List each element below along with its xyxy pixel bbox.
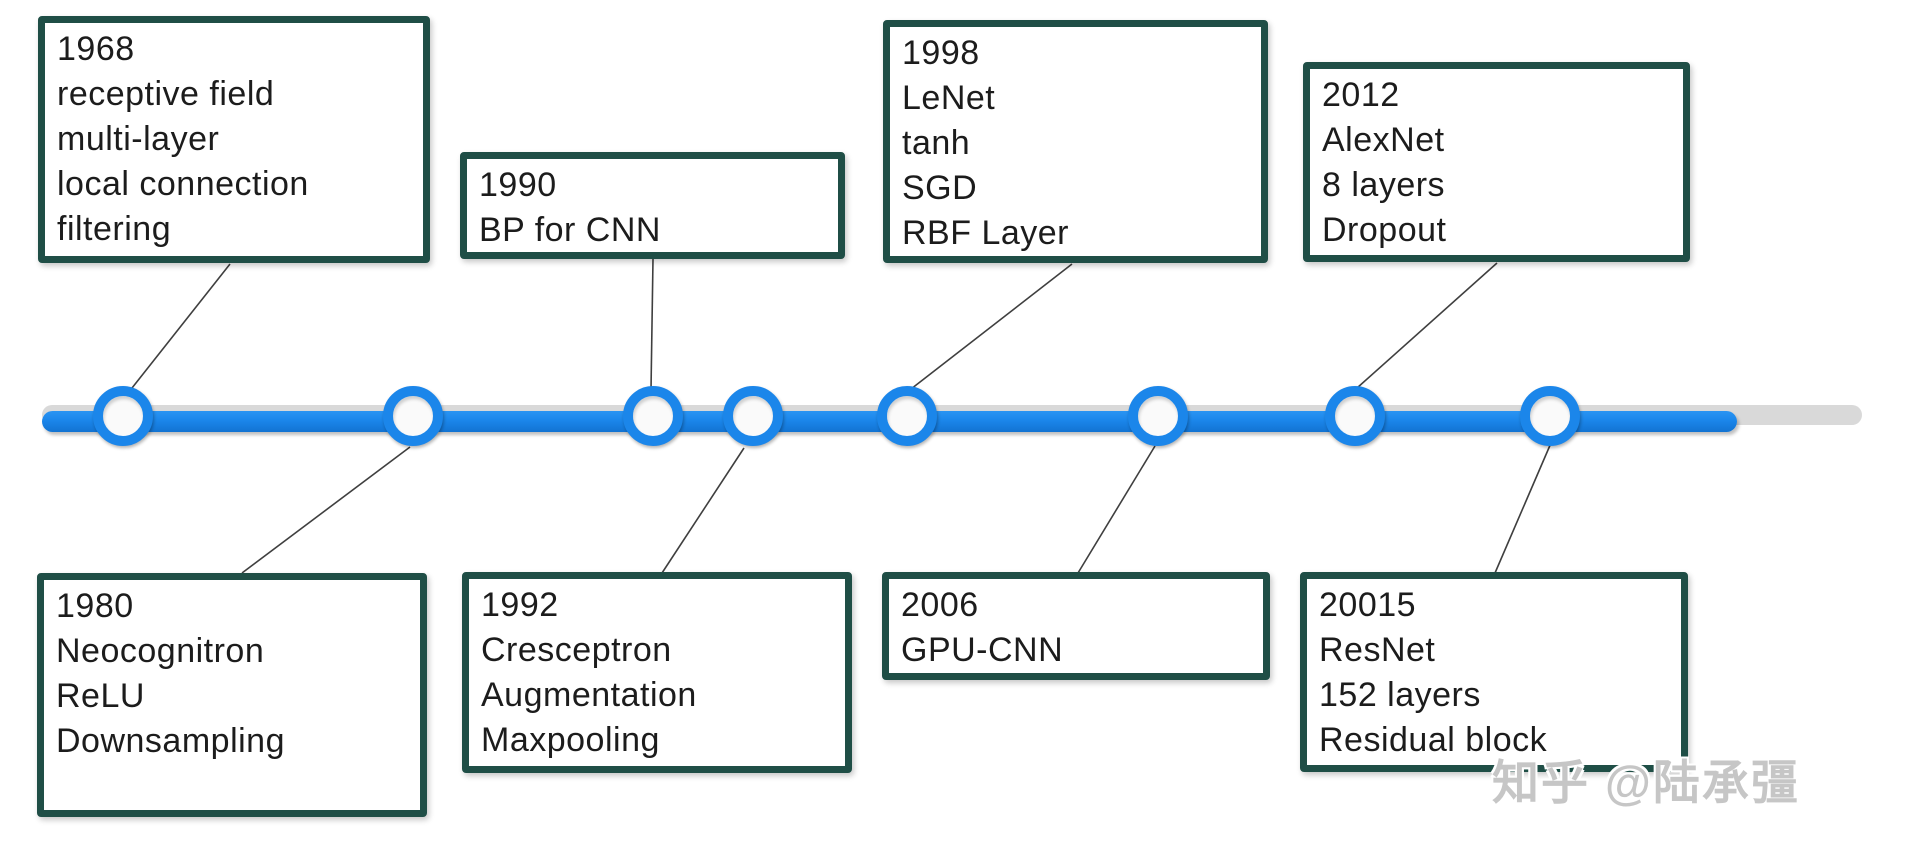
connector-line	[1494, 442, 1552, 574]
watermark: 知乎 @陆承彊	[1492, 756, 1800, 809]
event-detail: 152 layers	[1319, 676, 1481, 714]
event-year: 2012	[1322, 76, 1400, 114]
event-detail: Dropout	[1322, 211, 1447, 249]
connector-line	[1077, 445, 1156, 574]
event-detail: ResNet	[1319, 631, 1436, 669]
event-detail: ReLU	[56, 677, 145, 715]
timeline-node-8	[1520, 386, 1580, 446]
event-detail: Neocognitron	[56, 632, 265, 670]
event-detail: RBF Layer	[902, 214, 1069, 252]
timeline-node-1	[93, 386, 153, 446]
event-year: 2006	[901, 586, 979, 624]
event-detail: filtering	[57, 210, 172, 248]
connector-line	[241, 446, 411, 574]
connector-line	[1356, 262, 1498, 389]
event-detail: local connection	[57, 165, 309, 203]
connector-line	[910, 263, 1073, 390]
connector-line	[131, 263, 231, 389]
timeline-node-4	[723, 386, 783, 446]
event-detail: SGD	[902, 169, 978, 207]
timeline-node-5	[877, 386, 937, 446]
event-detail: LeNet	[902, 79, 996, 117]
event-detail: Residual block	[1319, 721, 1548, 759]
event-detail: 8 layers	[1322, 166, 1446, 204]
event-year: 1980	[56, 587, 134, 625]
event-year: 1968	[57, 30, 135, 68]
event-detail: Maxpooling	[481, 721, 660, 759]
event-year: 1998	[902, 34, 980, 72]
event-detail: tanh	[902, 124, 971, 162]
timeline-node-2	[383, 386, 443, 446]
event-year: 1992	[481, 586, 559, 624]
event-detail: Augmentation	[481, 676, 697, 714]
timeline-node-6	[1128, 386, 1188, 446]
event-detail: receptive field	[57, 75, 275, 113]
event-year: 1990	[479, 166, 557, 204]
event-box-1968: 1968 receptive field multi-layer local conn…	[38, 16, 430, 263]
connector-line	[650, 258, 654, 391]
event-detail: Downsampling	[56, 722, 285, 760]
timeline-node-7	[1325, 386, 1385, 446]
event-box-1990: 1990 BP for CNN	[460, 152, 845, 259]
event-detail: BP for CNN	[479, 211, 661, 249]
event-detail: Cresceptron	[481, 631, 672, 669]
event-detail: GPU-CNN	[901, 631, 1064, 669]
event-detail: AlexNet	[1322, 121, 1445, 159]
connector-line	[661, 447, 745, 574]
event-detail: multi-layer	[57, 120, 220, 158]
timeline-node-3	[623, 386, 683, 446]
event-year: 20015	[1319, 586, 1417, 624]
